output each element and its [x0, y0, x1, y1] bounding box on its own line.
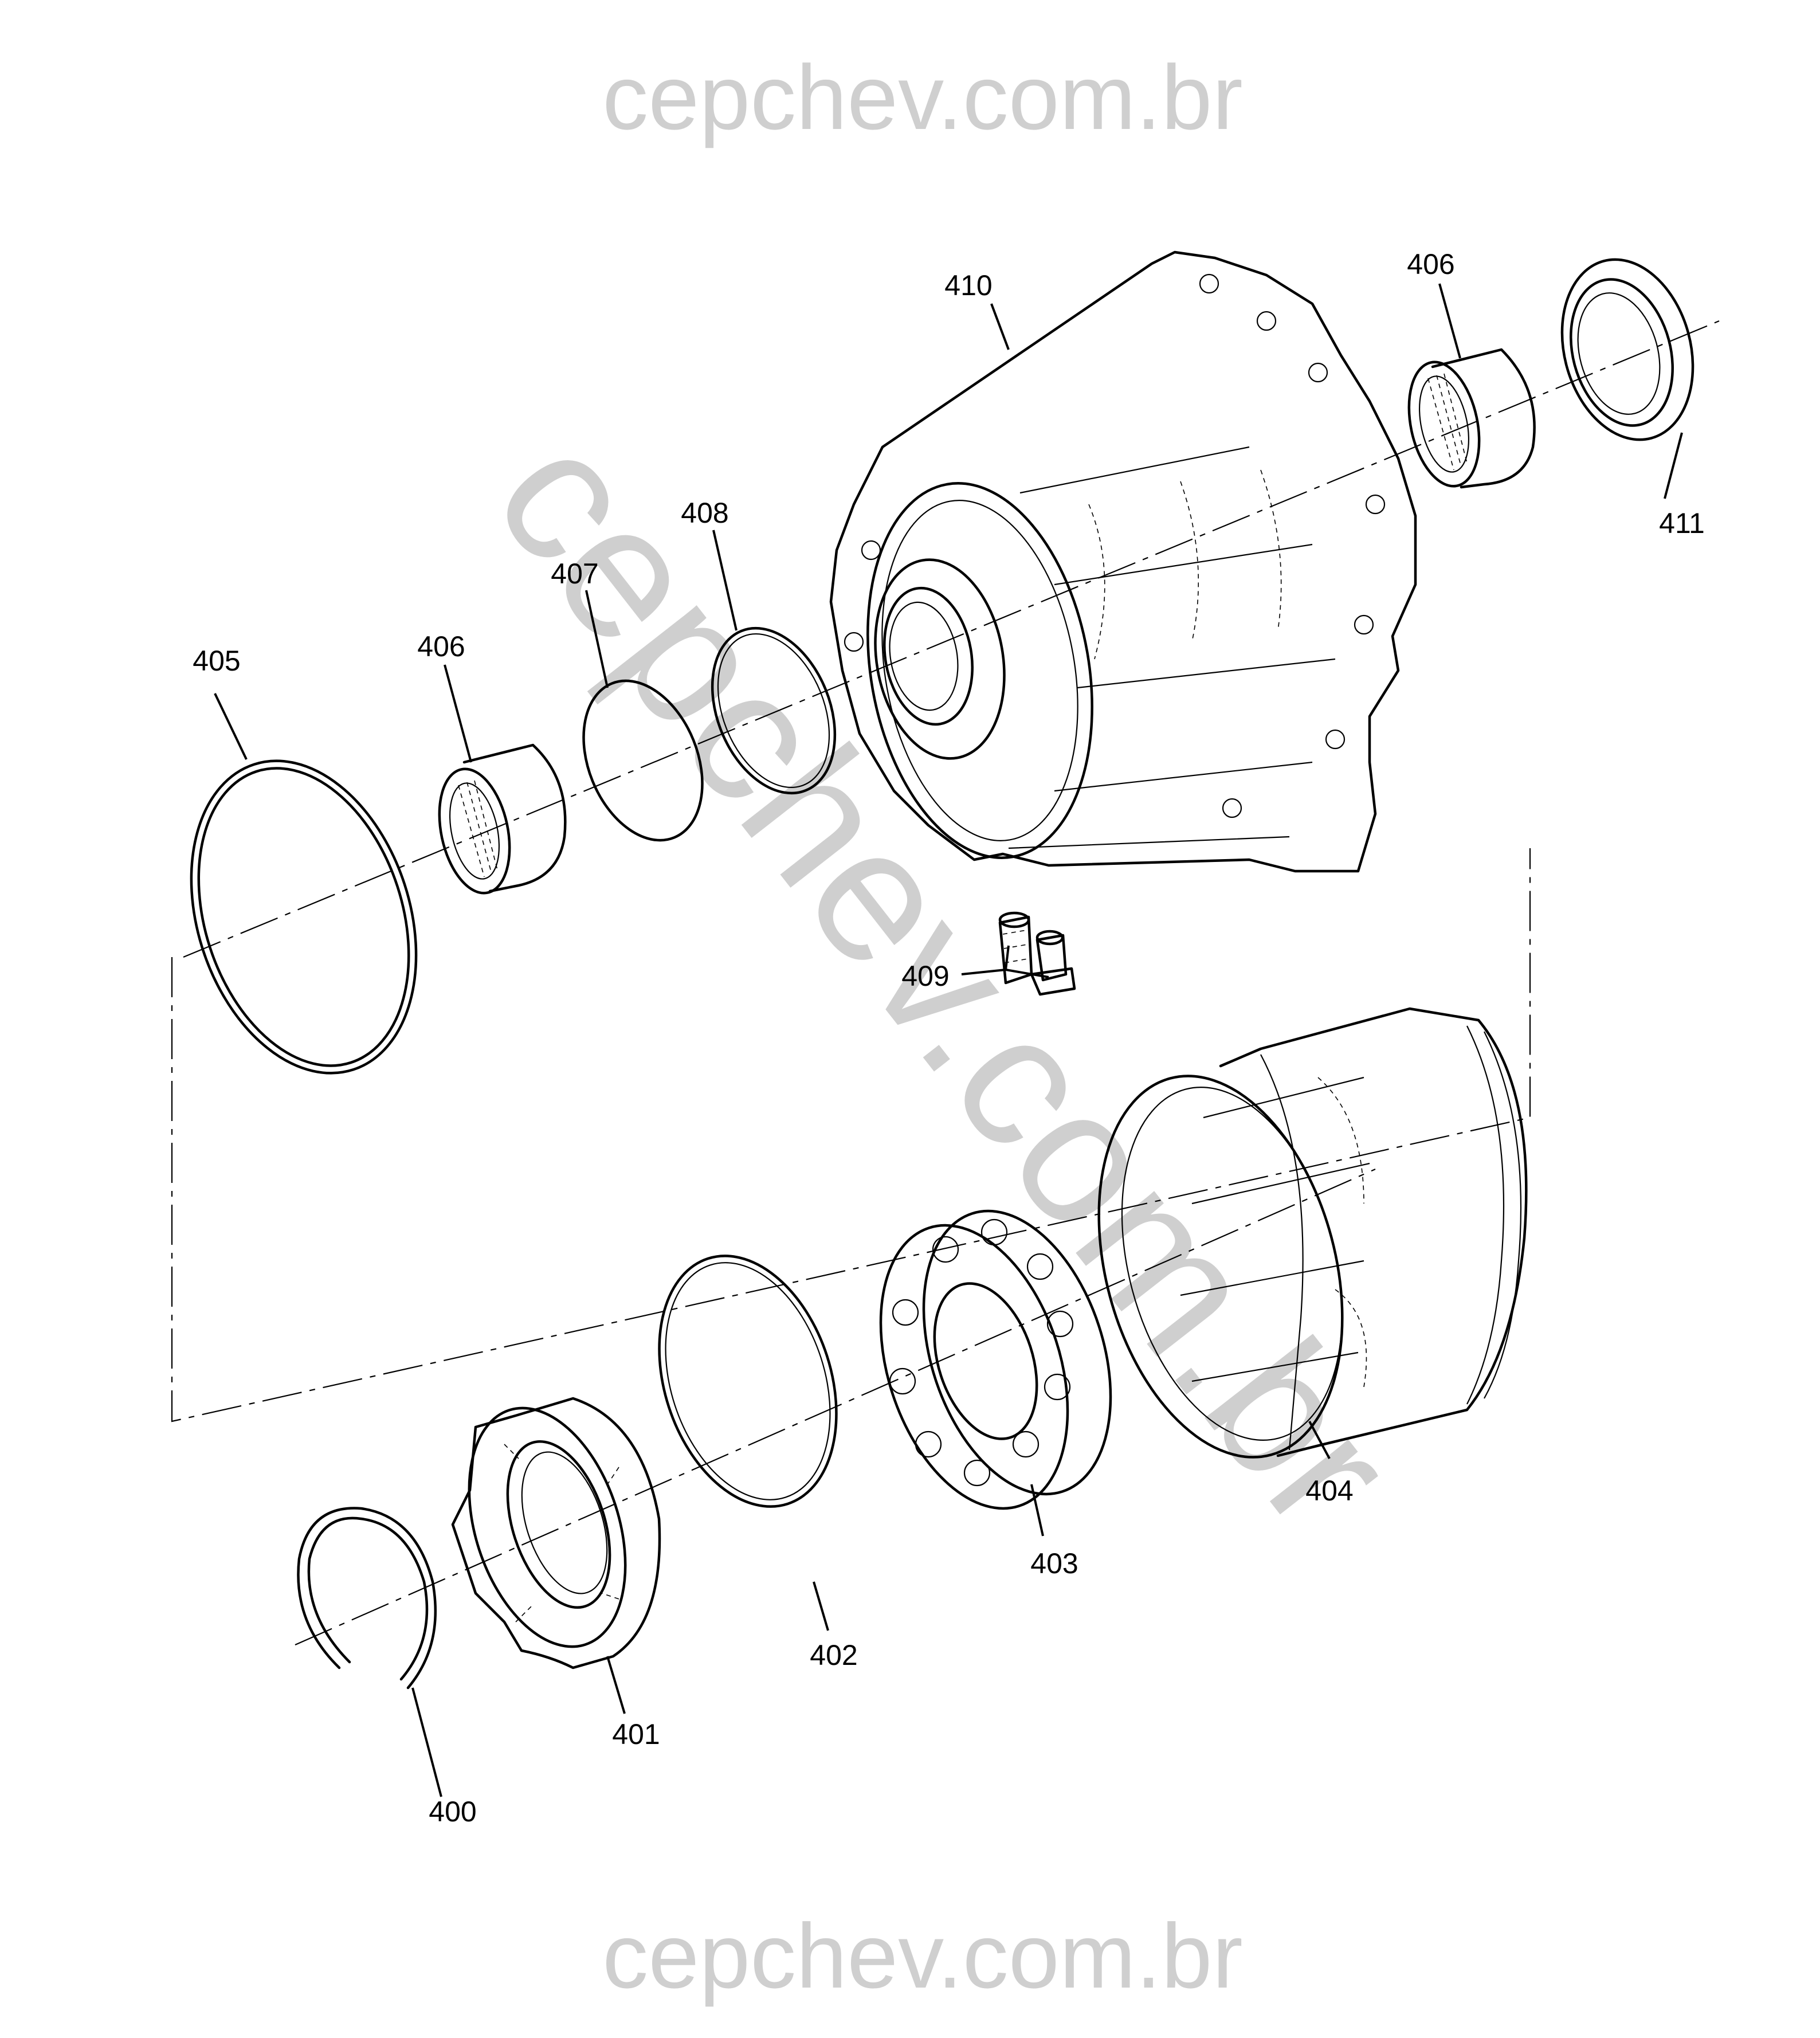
spring-coils	[889, 1218, 1074, 1487]
housing-410	[829, 250, 1417, 873]
callout-406-left: 406	[417, 630, 465, 663]
drum-404	[1097, 1007, 1528, 1459]
callout-404: 404	[1305, 1475, 1353, 1507]
plugs-409	[998, 911, 1076, 996]
callout-401: 401	[612, 1718, 660, 1750]
leader-lines	[214, 283, 1683, 1797]
bearing-406-left	[438, 743, 567, 895]
piston-401	[451, 1397, 661, 1669]
callout-402: 402	[810, 1639, 857, 1671]
callout-407: 407	[551, 558, 598, 590]
callouts: 405 406 407 408 410 406 411 409 404 403 …	[193, 248, 1705, 1828]
callout-408: 408	[681, 497, 728, 529]
spring-pack-403	[879, 1209, 1112, 1510]
watermark-top: cepchev.com.br	[602, 46, 1243, 148]
ring-407	[582, 679, 704, 842]
seal-411	[1560, 258, 1695, 441]
ring-405	[190, 759, 418, 1075]
bearing-406-right	[1407, 348, 1536, 489]
callout-405: 405	[193, 645, 240, 677]
callout-400: 400	[429, 1796, 476, 1828]
ring-408	[711, 626, 837, 795]
callout-406-right: 406	[1407, 248, 1454, 280]
ring-402	[658, 1255, 838, 1508]
snap-ring-400	[297, 1507, 437, 1690]
callout-410: 410	[944, 269, 992, 301]
callout-403: 403	[1030, 1547, 1078, 1580]
callout-409: 409	[901, 960, 949, 992]
callout-411: 411	[1659, 507, 1705, 539]
watermark-bottom: cepchev.com.br	[602, 1904, 1243, 2007]
